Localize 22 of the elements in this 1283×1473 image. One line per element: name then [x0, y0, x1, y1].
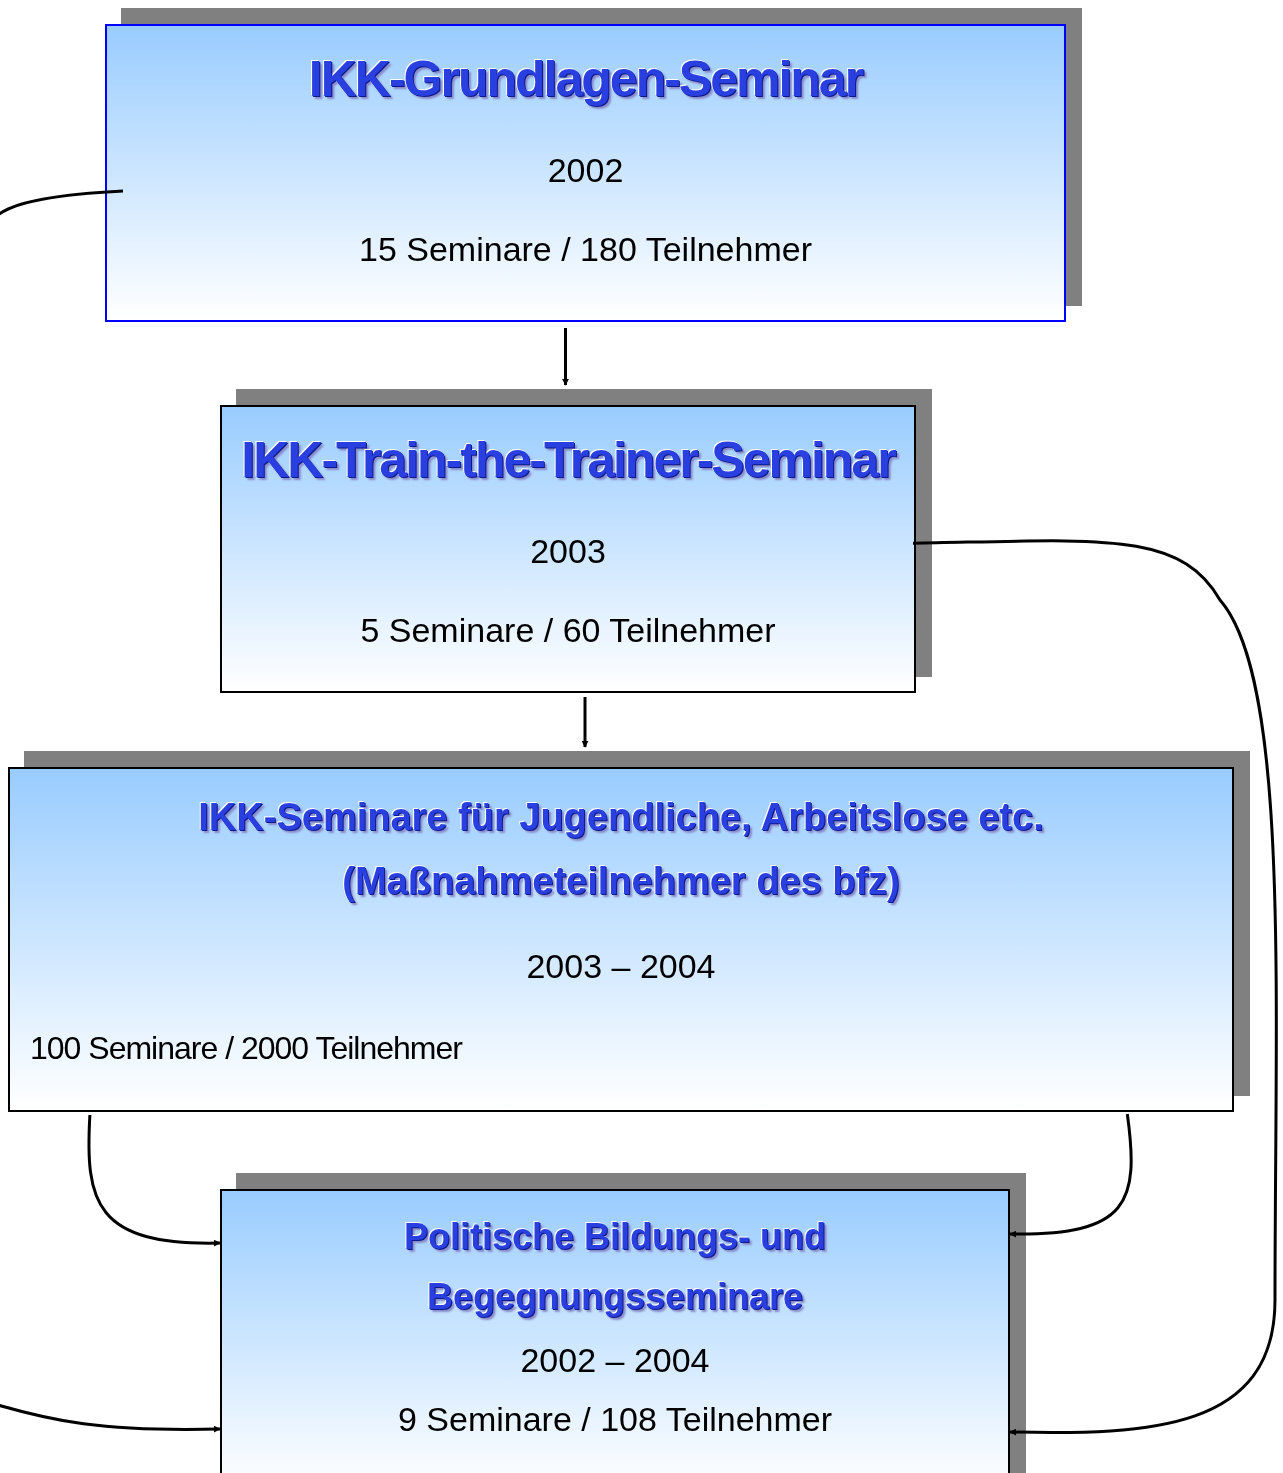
connector-arrow: [912, 539, 1278, 1436]
seminar-count: 15 Seminare / 180 Teilnehmer: [359, 229, 812, 270]
seminar-title: IKK-Train-the-Trainer-Seminar: [241, 431, 895, 490]
connector-arrow: [0, 1403, 221, 1433]
connector-arrow: [581, 697, 589, 748]
seminar-title: IKK-Seminare für Jugendliche, Arbeitslose etc. (Maßnahmeteilnehmer des bfz): [197, 795, 1045, 904]
year-range: 2003: [530, 531, 606, 572]
connector-arrow: [562, 328, 569, 386]
seminar-title: Politische Bildungs- und Begegnungsseminare: [403, 1215, 827, 1319]
seminar-count: 5 Seminare / 60 Teilnehmer: [360, 610, 776, 651]
seminar-box: [220, 1189, 1010, 1473]
seminar-count: 100 Seminare / 2000 Teilnehmer: [30, 1029, 462, 1068]
seminar-box: [105, 24, 1066, 322]
seminar-box: [220, 405, 916, 693]
connector-arrow: [1009, 1113, 1133, 1238]
seminar-box: [8, 767, 1234, 1112]
connector-arrow: [87, 1114, 221, 1247]
seminar-count: 9 Seminare / 108 Teilnehmer: [397, 1399, 833, 1440]
seminar-title: IKK-Grundlagen-Seminar: [308, 50, 863, 109]
year-range: 2003 – 2004: [526, 946, 716, 987]
year-range: 2002 – 2004: [520, 1340, 710, 1381]
year-range: 2002: [547, 150, 624, 191]
